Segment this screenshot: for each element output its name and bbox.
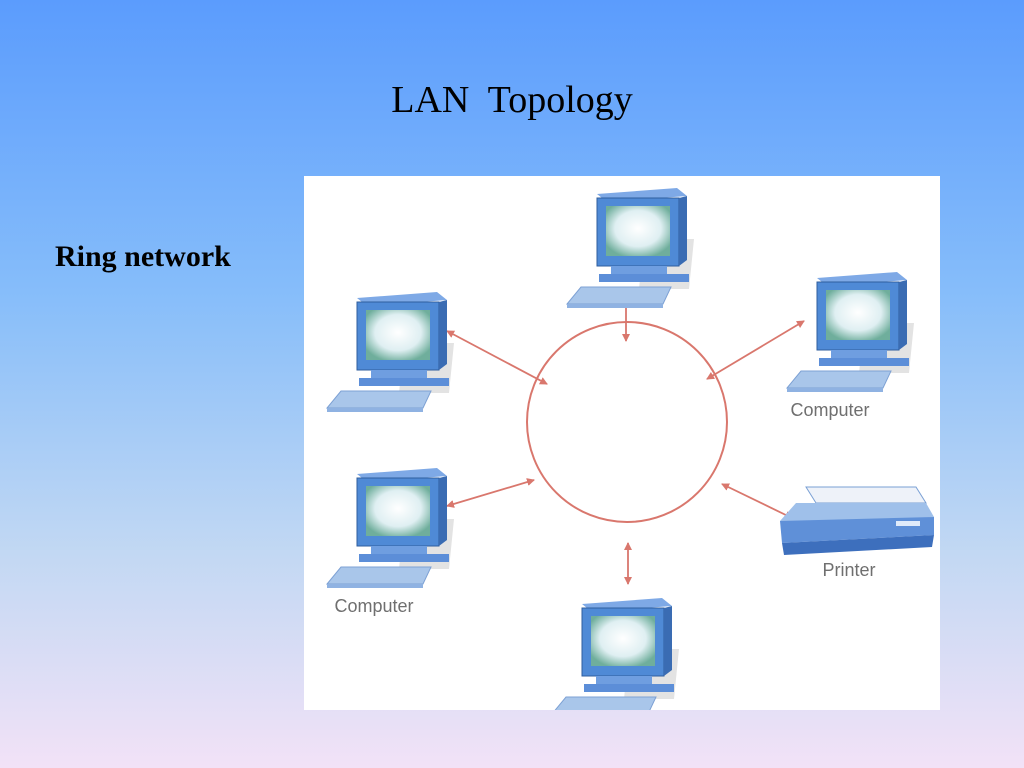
ring-circle [526,321,728,523]
ring-network-label: Ring network [55,240,231,273]
node-label-upper-right: Computer [790,400,869,420]
link-upper-left [446,330,548,385]
node-label-lower-right: Printer [822,560,875,580]
link-lower-right [721,483,793,519]
slide-title: LAN Topology [391,79,633,121]
link-lower-left [446,478,535,508]
computer-node-lower-left [325,468,454,588]
node-label-lower-left: Computer [334,596,413,616]
computer-node-upper-left [325,292,454,412]
computer-node-top [565,188,694,308]
computer-node-upper-right [785,272,914,392]
link-upper-right [706,320,805,380]
printer-node-lower-right [780,486,934,555]
computer-node-bottom [554,598,679,710]
